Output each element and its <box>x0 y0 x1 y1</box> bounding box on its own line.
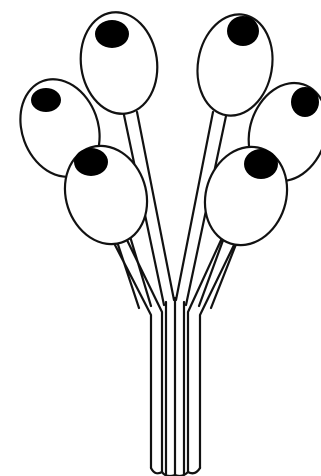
main-stem <box>166 298 184 475</box>
capsule-spot <box>291 87 319 117</box>
capsule-spot <box>244 149 278 179</box>
capsule-spot <box>227 16 259 46</box>
capsule-spot <box>31 88 61 112</box>
capsule-spot <box>95 20 129 48</box>
stalk-1 <box>115 240 162 472</box>
capsule-spot <box>74 148 108 176</box>
